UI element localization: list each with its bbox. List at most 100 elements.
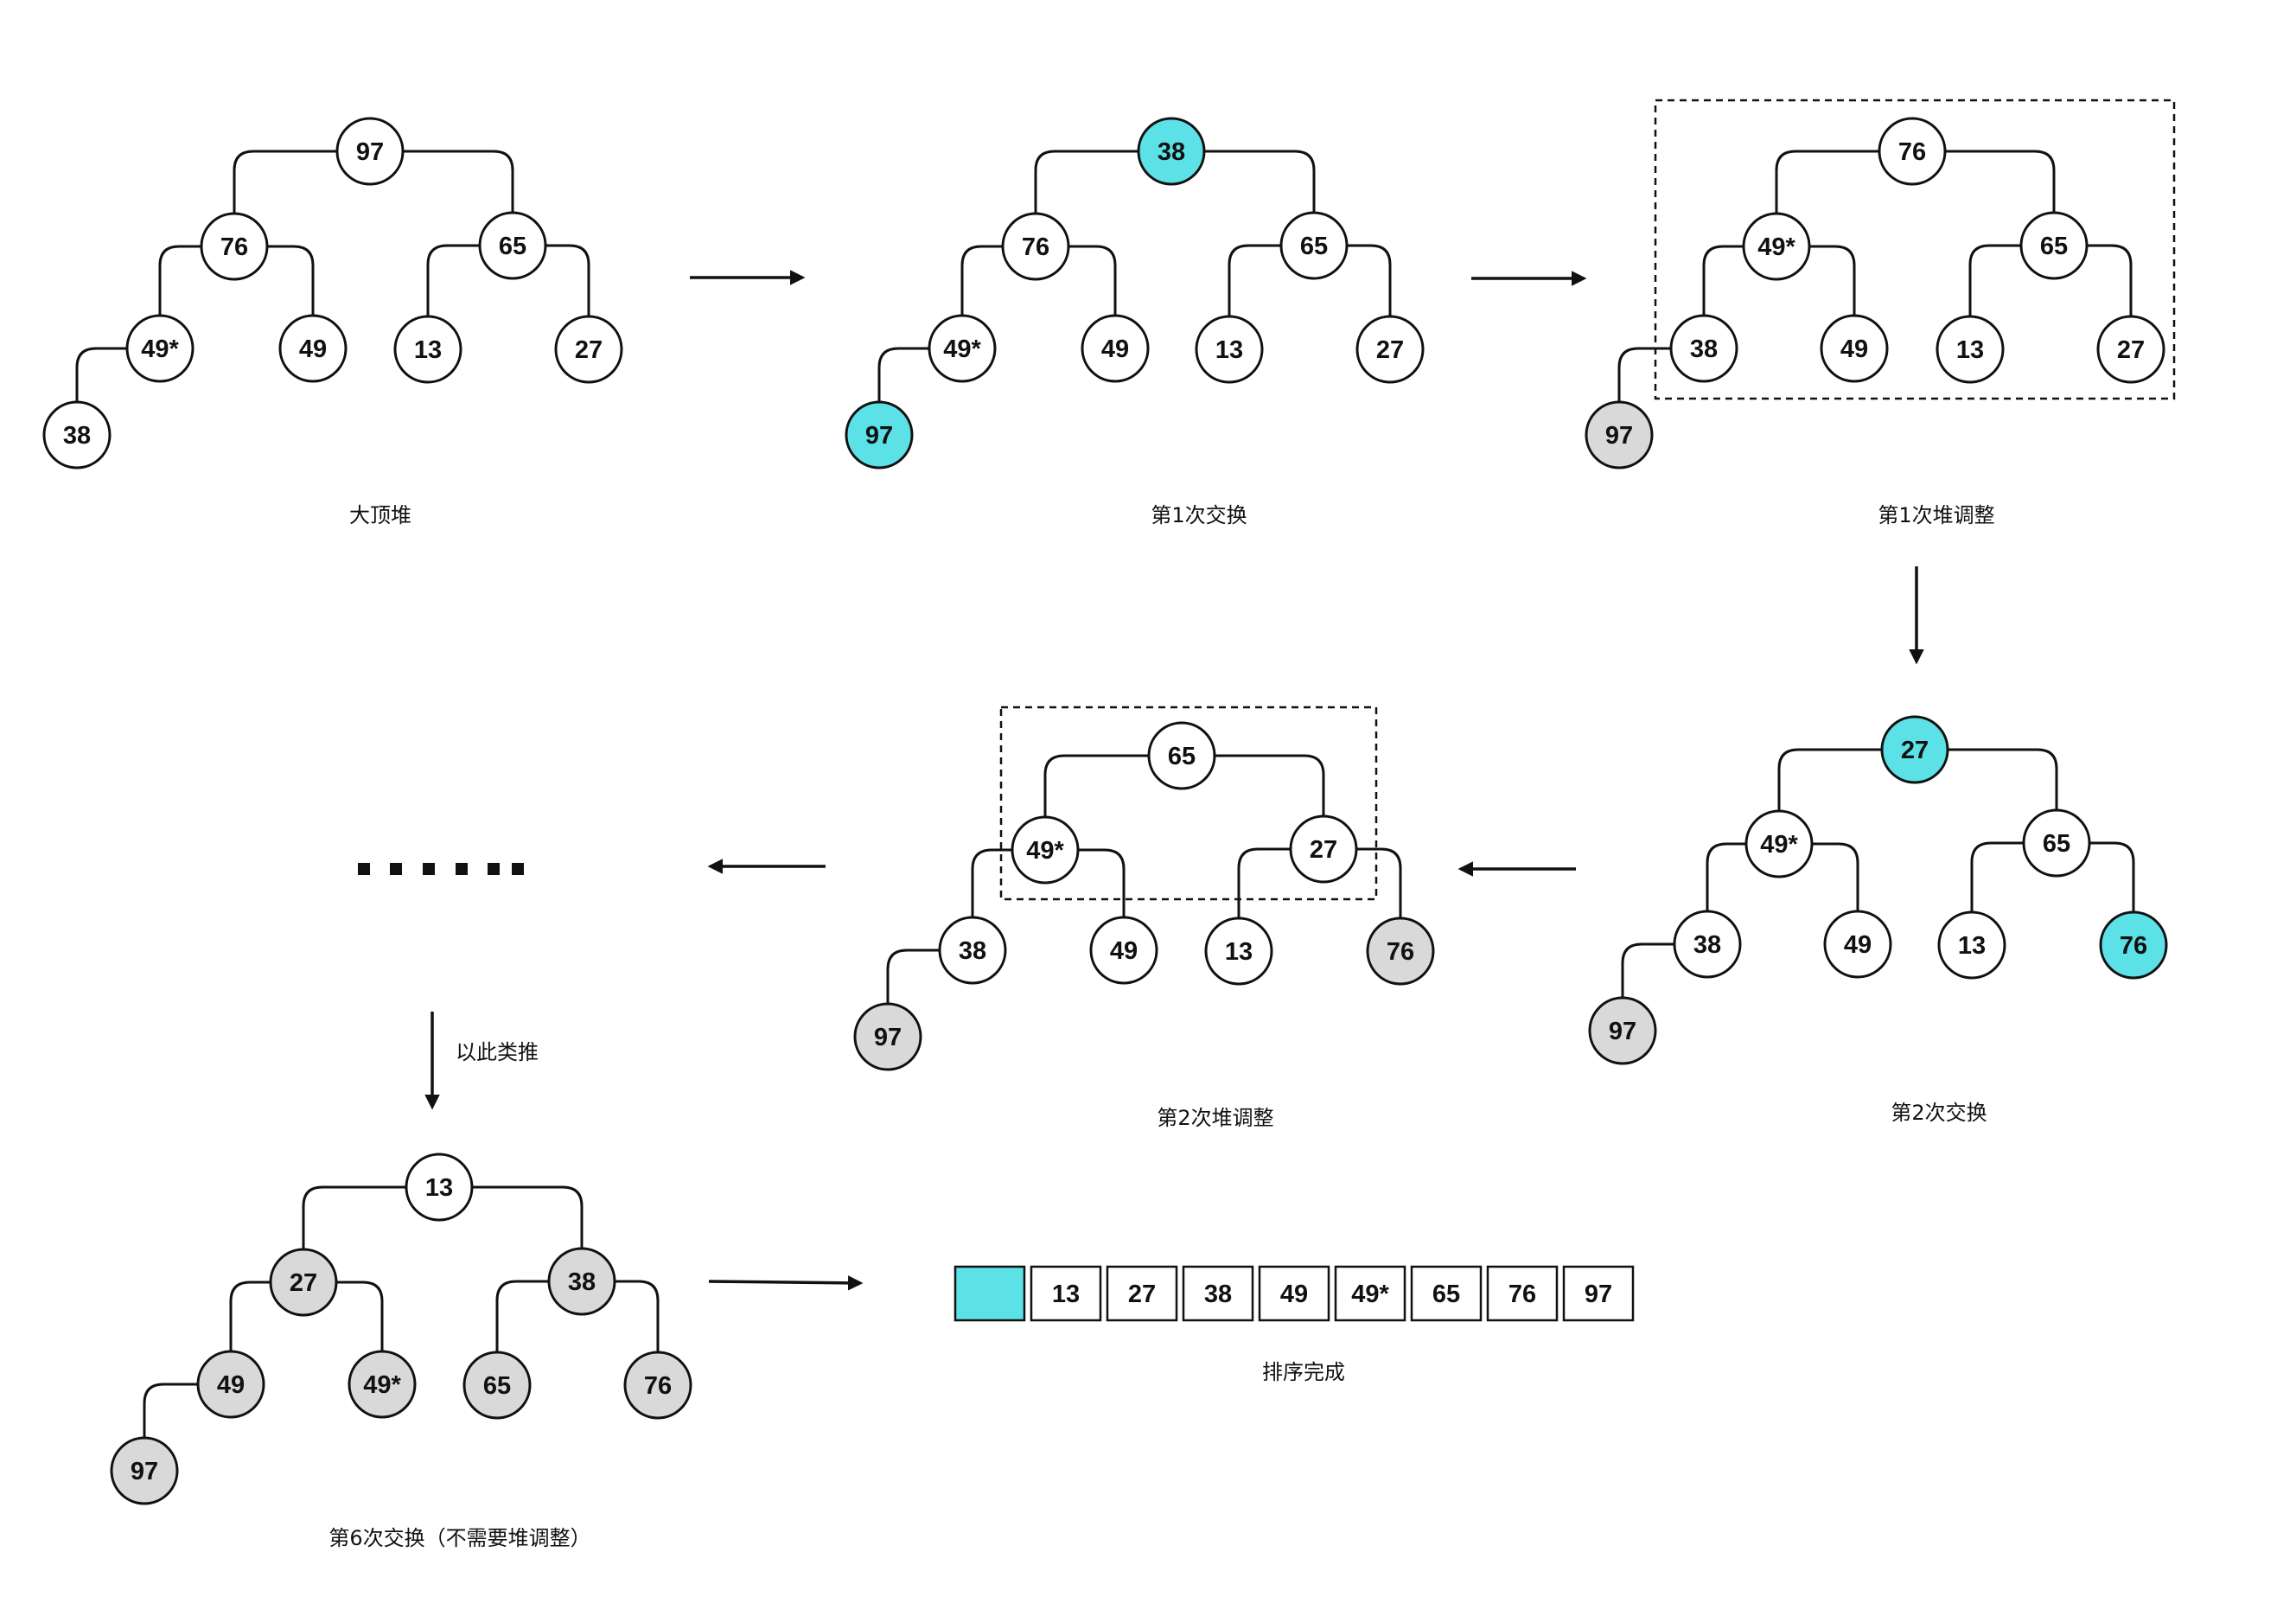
tree-edge xyxy=(542,244,590,316)
caption-adjust-2: 第2次堆调整 xyxy=(1157,1106,1273,1130)
node-circle xyxy=(1081,314,1150,383)
tree-node: 65 xyxy=(462,1351,532,1420)
node-circle xyxy=(1588,996,1657,1065)
node-label: 65 xyxy=(2043,830,2070,858)
node-circle xyxy=(1355,315,1425,384)
node-circle xyxy=(1744,809,1814,878)
result-cell-box xyxy=(1030,1265,1102,1322)
result-cell-box xyxy=(1258,1265,1330,1322)
ellipsis-label: 以此类推 xyxy=(456,1040,539,1064)
node-circle xyxy=(1204,917,1273,986)
result-cell-label: 49* xyxy=(1351,1281,1389,1308)
tree-node: 65 xyxy=(2019,211,2089,280)
node-label: 65 xyxy=(483,1372,511,1400)
node-circle xyxy=(1289,814,1358,884)
tree-edge xyxy=(2086,841,2135,912)
tree-node: 97 xyxy=(853,1002,922,1071)
result-cell-box xyxy=(1182,1265,1254,1322)
tree-edge xyxy=(971,848,1016,917)
node-circle xyxy=(1880,715,1949,784)
node-label: 13 xyxy=(1225,938,1253,966)
tree-edge xyxy=(1944,748,2058,810)
node-circle xyxy=(1669,314,1738,383)
result-cell: 38 xyxy=(1182,1265,1254,1322)
tree-node: 49 xyxy=(196,1350,265,1419)
tree-edge xyxy=(1621,942,1678,998)
tree-edge xyxy=(960,245,1006,316)
tree-edge xyxy=(143,1383,201,1438)
tree-edge xyxy=(1201,150,1316,213)
node-circle xyxy=(1823,910,1892,979)
node-circle xyxy=(393,315,462,384)
node-circle xyxy=(1878,117,1947,186)
node-label: 38 xyxy=(1690,335,1718,363)
tree-node: 97 xyxy=(1588,996,1657,1065)
node-circle xyxy=(1137,117,1206,186)
node-label: 27 xyxy=(2117,336,2145,364)
tree-edge xyxy=(469,1185,584,1249)
node-label: 38 xyxy=(568,1268,596,1296)
tree-node: 49* xyxy=(125,314,195,383)
result-cell-box xyxy=(1410,1265,1483,1322)
node-label: 65 xyxy=(499,233,526,260)
tree-node: 97 xyxy=(110,1436,179,1505)
result-cell: 97 xyxy=(1562,1265,1635,1322)
tree-node: 76 xyxy=(1366,917,1435,986)
node-label: 49 xyxy=(1101,335,1129,363)
tree-edge xyxy=(1970,841,2027,912)
tree-edge xyxy=(1806,245,1856,316)
tree-node: 65 xyxy=(478,211,547,280)
node-circle xyxy=(853,1002,922,1071)
node-label: 76 xyxy=(2120,932,2147,960)
tree-edge xyxy=(1968,244,2025,316)
node-circle xyxy=(623,1351,692,1420)
arrow-swap6-to-result xyxy=(708,1275,864,1291)
node-label: 97 xyxy=(1609,1018,1636,1045)
caption-swap-1: 第1次交换 xyxy=(1151,503,1247,527)
tree-node: 97 xyxy=(335,117,405,186)
tree-edge xyxy=(1211,754,1325,816)
node-circle xyxy=(478,211,547,280)
node-label: 97 xyxy=(131,1458,158,1485)
node-label: 38 xyxy=(1158,138,1185,166)
node-label: 49* xyxy=(141,335,179,363)
tree-node: 13 xyxy=(1195,315,1264,384)
node-label: 49* xyxy=(1026,837,1064,865)
adjust-2-frame xyxy=(999,706,1378,901)
tree-node: 13 xyxy=(1204,917,1273,986)
result-cell: 49 xyxy=(1258,1265,1330,1322)
tree-node: 38 xyxy=(1673,910,1742,979)
result-cell-box xyxy=(953,1265,1026,1322)
tree-edge xyxy=(264,245,315,316)
node-label: 27 xyxy=(1376,336,1404,364)
node-circle xyxy=(1011,815,1080,885)
tree-node: 49* xyxy=(348,1350,417,1419)
tree-node: 49 xyxy=(1089,916,1158,985)
node-label: 49* xyxy=(363,1371,401,1399)
tree-node: 76 xyxy=(2099,910,2168,980)
node-circle xyxy=(1147,721,1216,790)
node-label: 13 xyxy=(1956,336,1984,364)
result-cell-box xyxy=(1486,1265,1559,1322)
tree-node: 38 xyxy=(938,916,1007,985)
result-cell-label: 76 xyxy=(1508,1281,1536,1308)
node-circle xyxy=(2096,315,2165,384)
node-circle xyxy=(125,314,195,383)
tree-edge xyxy=(1237,847,1294,918)
node-circle xyxy=(1820,314,1889,383)
tree-edge xyxy=(233,150,341,214)
tree-edge xyxy=(1343,244,1392,316)
caption-result: 排序完成 xyxy=(1262,1360,1345,1384)
node-label: 13 xyxy=(1958,932,1986,960)
node-circle xyxy=(2022,808,2091,878)
node-label: 49 xyxy=(217,1371,245,1399)
adjust-1-frame xyxy=(1654,99,2176,400)
node-label: 76 xyxy=(1387,938,1414,966)
node-label: 13 xyxy=(425,1174,453,1202)
result-cell: 65 xyxy=(1410,1265,1483,1322)
node-circle xyxy=(1742,212,1811,281)
node-label: 27 xyxy=(1901,737,1929,764)
